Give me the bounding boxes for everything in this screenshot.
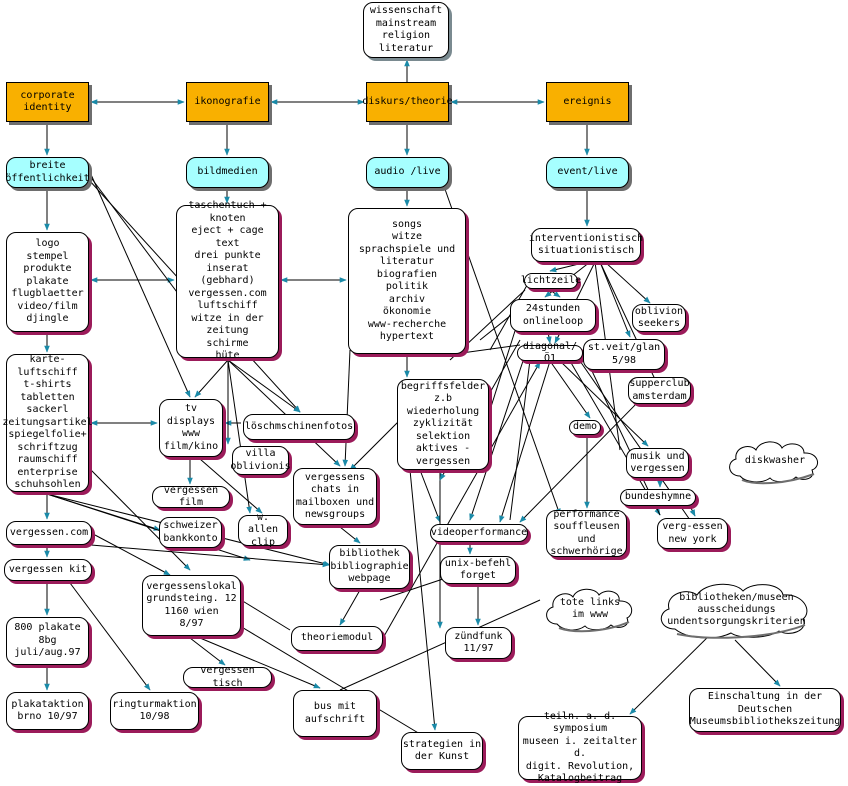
- node-performance[interactable]: performance souffleusen und schwerhörige: [546, 509, 627, 557]
- node-oblivion-seekers[interactable]: oblivion seekers: [632, 304, 686, 332]
- node-theoriemodul[interactable]: theoriemodul: [291, 626, 383, 651]
- node-vergessen-com[interactable]: vergessen.com: [6, 521, 92, 545]
- node-vergessen-film[interactable]: vergessen film: [152, 485, 230, 508]
- node-demo[interactable]: demo: [569, 420, 601, 435]
- connector-line: [339, 599, 541, 691]
- node-musik-vergessen[interactable]: musik und vergessen: [626, 448, 689, 478]
- connector-line: [629, 624, 721, 715]
- connector-line: [94, 534, 171, 576]
- connector-line: [199, 637, 321, 689]
- node-einschaltung[interactable]: Einschaltung in der Deutschen Museumsbib…: [689, 688, 841, 732]
- connector-line: [582, 351, 661, 516]
- connector-line: [339, 589, 361, 626]
- node-unix-befehl[interactable]: unix-befehl forget: [440, 556, 516, 584]
- node-ikonografie[interactable]: ikonografie: [186, 82, 269, 122]
- node-ringturmaktion[interactable]: ringturmaktion 10/98: [110, 692, 199, 730]
- node-bibliothek[interactable]: bibliothek bibliographie webpage: [329, 545, 410, 589]
- node-karte-luftschiff[interactable]: karte-luftschiff t-shirts tabletten sack…: [2, 354, 93, 492]
- node-wissenschaft[interactable]: wissenschaft mainstream religion literat…: [363, 2, 449, 58]
- node-vergessen-tisch[interactable]: vergessen tisch: [183, 665, 272, 689]
- node-supperclub[interactable]: supperclub amsterdam: [628, 377, 691, 404]
- cloud-label: diskwasher: [744, 455, 806, 466]
- connector-line: [549, 289, 561, 298]
- node-24stunden[interactable]: 24stunden onlineloop: [510, 299, 596, 332]
- node-st-veit[interactable]: st.veit/glan 5/98: [583, 339, 665, 370]
- node-villa-oblivionis[interactable]: villa oblivionis: [230, 446, 291, 475]
- node-teilnahme-symposium[interactable]: teiln. a. d. symposium museen i. zeitalt…: [518, 711, 642, 784]
- node-diskurs-theorie[interactable]: diskurs/theorie: [362, 82, 453, 122]
- connector-line: [509, 359, 531, 521]
- connector-line: [229, 619, 431, 741]
- node-bundeshymne[interactable]: bundeshymne: [620, 489, 696, 506]
- node-schweizer-bankkonto[interactable]: schweizer bankkonto: [159, 517, 222, 548]
- node-zuendfunk[interactable]: zündfunk 11/97: [445, 627, 512, 659]
- connector-line: [546, 331, 552, 344]
- connector-line: [227, 359, 301, 413]
- connector-line: [382, 361, 541, 639]
- connector-line: [559, 360, 649, 447]
- node-tv[interactable]: tv displays www film/kino: [159, 399, 223, 457]
- connector-line: [499, 360, 551, 523]
- node-bildmedien[interactable]: bildmedien: [186, 157, 269, 188]
- node-event-live[interactable]: event/live: [546, 157, 629, 188]
- node-bus-mit-aufschrift[interactable]: bus mit aufschrift: [293, 690, 377, 737]
- node-diagonal[interactable]: diagonal/Ö1: [517, 341, 583, 364]
- node-corporate-identity[interactable]: corporate identity: [6, 82, 89, 122]
- connector-line: [88, 169, 191, 398]
- connector-line: [604, 261, 651, 304]
- node-plakataktion[interactable]: plakataktion brno 10/97: [6, 692, 89, 730]
- node-begriffsfelder[interactable]: begriffsfelder z.b wiederholung zyklizit…: [397, 379, 489, 470]
- connector-line: [90, 544, 330, 568]
- connector-line: [199, 458, 263, 514]
- cloud-shape: [729, 441, 819, 485]
- connector-line: [339, 526, 361, 544]
- node-breite-oeffentlichkeit[interactable]: breite öffentlichkeit: [5, 157, 90, 188]
- node-vergessen-kit[interactable]: vergessen kit: [4, 559, 92, 581]
- node-logo[interactable]: logo stempel produkte plakate flugblaett…: [6, 232, 89, 332]
- cloud-label: tote links im www: [559, 597, 621, 620]
- node-lichtzeile[interactable]: lichtzeile: [521, 273, 581, 289]
- connector-line: [342, 349, 351, 467]
- cloud-label: bibliotheken/museen ausscheidungs undent…: [667, 592, 806, 627]
- connector-line: [734, 639, 781, 687]
- connector-line: [90, 469, 191, 571]
- node-ereignis[interactable]: ereignis: [546, 82, 629, 122]
- node-interventionistisch[interactable]: interventionistisch situationistisch: [529, 228, 643, 262]
- connector-line: [409, 469, 438, 731]
- node-videoperformance[interactable]: videoperformance: [430, 524, 528, 542]
- connector-line: [189, 637, 226, 666]
- node-loeschmaschinenfotos[interactable]: löschmschinenfotos: [243, 414, 355, 440]
- connector-line: [439, 344, 521, 357]
- node-verg-essen-new-york[interactable]: verg-essen new york: [657, 518, 728, 549]
- connector-line: [69, 582, 151, 691]
- cloud-diskwasher[interactable]: diskwasher: [724, 436, 826, 486]
- node-vergessens-chats[interactable]: vergessens chats in mailboxen und newsgr…: [293, 468, 377, 525]
- node-800-plakate[interactable]: 800 plakate 8bg juli/aug.97: [6, 617, 89, 665]
- node-audio-live[interactable]: audio /live: [366, 157, 449, 188]
- connector-line: [46, 493, 251, 561]
- connector-line: [227, 359, 341, 467]
- cloud-bibliotheken-museen[interactable]: bibliotheken/museen ausscheidungs undent…: [655, 579, 818, 641]
- connector-line: [599, 261, 631, 338]
- connector-line: [519, 399, 641, 523]
- connector-line: [227, 359, 252, 514]
- connector-line: [419, 469, 441, 523]
- connector-line: [689, 505, 696, 517]
- node-taschentuch[interactable]: taschentuch + knoten eject + cage text d…: [176, 200, 279, 361]
- connector-line: [549, 360, 591, 419]
- cloud-shape: [660, 583, 808, 639]
- node-songs[interactable]: songs witze sprachspiele und literatur b…: [348, 208, 466, 354]
- connector-line: [194, 359, 229, 398]
- node-w-allen-clip[interactable]: w. allen clip: [238, 512, 288, 548]
- node-vergessenslokal[interactable]: vergessenslokal grundsteing. 12 1160 wie…: [142, 575, 241, 636]
- cloud-tote-links[interactable]: tote links im www: [543, 584, 637, 634]
- connector-line: [349, 419, 401, 471]
- connector-line: [469, 354, 526, 521]
- node-strategien[interactable]: strategien in der Kunst: [401, 732, 483, 770]
- cloud-shape: [546, 588, 633, 633]
- connector-line: [549, 261, 588, 273]
- connector-line: [240, 599, 291, 631]
